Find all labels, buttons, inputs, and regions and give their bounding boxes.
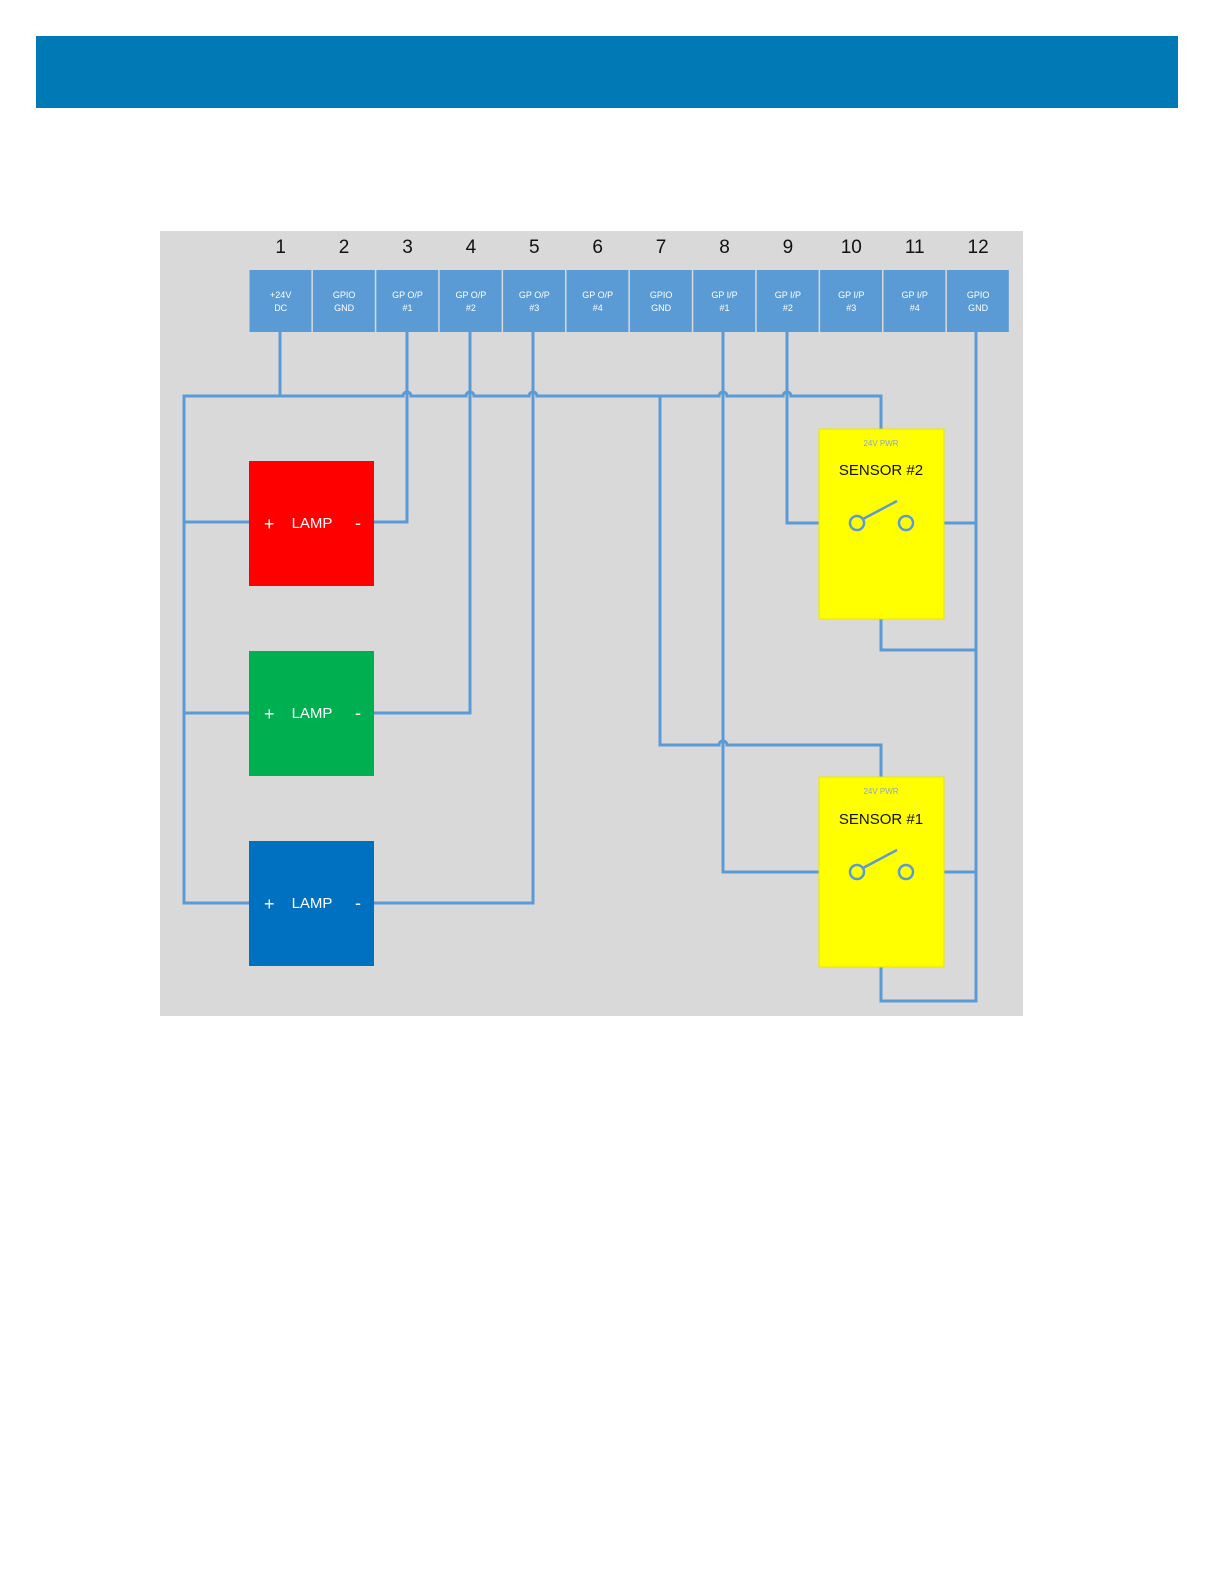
lamp-blue: + LAMP - — [249, 841, 374, 966]
pin-number: 6 — [592, 237, 603, 258]
pin-label-line1: GP I/P — [838, 290, 864, 300]
pin-terminal — [693, 270, 755, 332]
pin-number: 4 — [466, 237, 477, 258]
lamp-blue-plus: + — [264, 894, 275, 914]
lamp-red-plus: + — [264, 514, 275, 534]
pin-label-line2: #2 — [466, 303, 476, 313]
pin-label-line2: #1 — [719, 303, 729, 313]
lamp-blue-minus: - — [355, 893, 361, 913]
pin-terminal — [250, 270, 312, 332]
pin-label-line1: GPIO — [333, 290, 356, 300]
pin-number: 11 — [905, 237, 925, 258]
pin-number: 1 — [275, 237, 286, 258]
header-bar — [36, 36, 1178, 108]
pin-label-line1: GP O/P — [392, 290, 423, 300]
pin-number: 7 — [656, 237, 667, 258]
pin-label-line1: GPIO — [650, 290, 673, 300]
pin-label-line2: #1 — [402, 303, 412, 313]
sensor-2-power-label: 24V PWR — [863, 439, 898, 448]
pin-label-line2: #4 — [593, 303, 603, 313]
pin-label-line1: GP O/P — [455, 290, 486, 300]
pin-number: 2 — [339, 237, 350, 258]
lamp-red-label: LAMP — [292, 515, 333, 532]
pin-label-line1: GP I/P — [902, 290, 928, 300]
lamp-green-label: LAMP — [292, 705, 333, 722]
pin-label-line2: GND — [334, 303, 355, 313]
lamp-green: + LAMP - — [249, 651, 374, 776]
pin-terminal — [820, 270, 882, 332]
sensor-1-body — [819, 777, 944, 967]
pin-terminal — [567, 270, 629, 332]
pin-number: 3 — [402, 237, 413, 258]
pin-terminal — [757, 270, 819, 332]
pin-label-line2: GND — [651, 303, 672, 313]
sensor-1-power-label: 24V PWR — [863, 787, 898, 796]
pin-terminal — [440, 270, 502, 332]
pin-number: 10 — [841, 237, 862, 258]
pin-label-line2: #3 — [846, 303, 856, 313]
pin-label-line2: #2 — [783, 303, 793, 313]
pin-label-line1: GP I/P — [711, 290, 737, 300]
pin-terminal — [503, 270, 565, 332]
lamp-red: + LAMP - — [249, 461, 374, 586]
pin-label-line1: GPIO — [967, 290, 990, 300]
pin-label-line1: GP O/P — [519, 290, 550, 300]
pin-label-line2: GND — [968, 303, 989, 313]
pin-terminal — [947, 270, 1009, 332]
pin-number: 5 — [529, 237, 540, 258]
lamp-blue-label: LAMP — [292, 895, 333, 912]
pin-label-line1: GP O/P — [582, 290, 613, 300]
pin-label-line1: +24V — [270, 290, 291, 300]
sensor-2-body — [819, 429, 944, 619]
pin-label-line2: DC — [274, 303, 287, 313]
pin-number: 8 — [719, 237, 730, 258]
pin-label-line2: #3 — [529, 303, 539, 313]
sensor-2-title: SENSOR #2 — [839, 462, 923, 479]
pin-terminal — [376, 270, 438, 332]
pin-terminal — [884, 270, 946, 332]
pin-number: 9 — [783, 237, 794, 258]
lamp-green-plus: + — [264, 704, 275, 724]
pin-label-line1: GP I/P — [775, 290, 801, 300]
pin-terminal — [313, 270, 375, 332]
pin-terminal — [630, 270, 692, 332]
pin-label-line2: #4 — [910, 303, 920, 313]
sensor-2: 24V PWR SENSOR #2 — [819, 429, 944, 619]
sensor-1-title: SENSOR #1 — [839, 811, 923, 828]
pin-number: 12 — [968, 237, 989, 258]
sensor-1: 24V PWR SENSOR #1 — [819, 777, 944, 967]
lamp-red-minus: - — [355, 513, 361, 533]
lamp-green-minus: - — [355, 703, 361, 723]
